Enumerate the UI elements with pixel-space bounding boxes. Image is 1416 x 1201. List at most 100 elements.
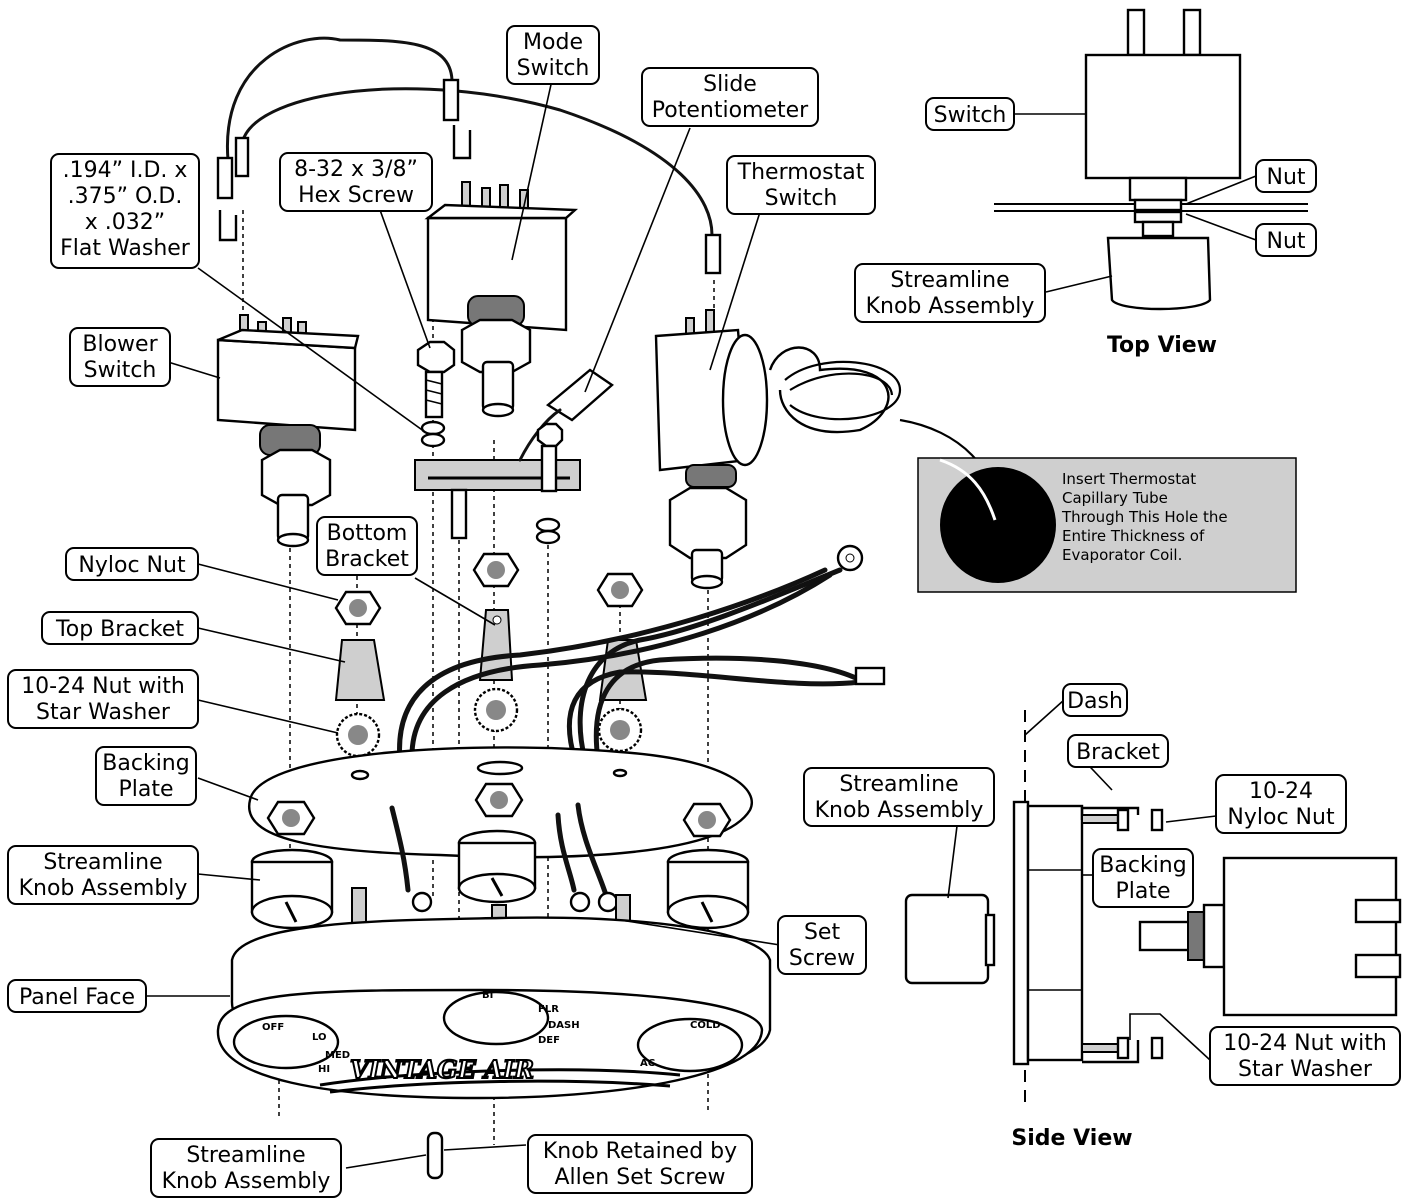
label-mode-switch: Mode Switch xyxy=(506,25,600,85)
label-knob-assembly-bottom: Streamline Knob Assembly xyxy=(150,1138,342,1198)
svg-text:Screw: Screw xyxy=(789,946,855,971)
label-flat-washer: .194” I.D. x .375” O.D. x .032” Flat Was… xyxy=(50,153,200,269)
svg-text:Knob Assembly: Knob Assembly xyxy=(815,798,984,823)
svg-text:Potentiometer: Potentiometer xyxy=(652,98,809,123)
mode-switch-part xyxy=(424,181,579,418)
svg-text:Streamline: Streamline xyxy=(839,772,958,797)
svg-text:10-24 Nut with: 10-24 Nut with xyxy=(1223,1031,1387,1056)
label-nyloc-nut: Nyloc Nut xyxy=(65,547,199,581)
svg-text:Switch: Switch xyxy=(517,56,590,81)
label-knob-assembly-left: Streamline Knob Assembly xyxy=(7,845,199,905)
label-bottom-bracket: Bottom Bracket xyxy=(316,516,418,576)
label-knob-retained: Knob Retained by Allen Set Screw xyxy=(527,1134,753,1194)
label-side-nyloc-nut: 10-24 Nyloc Nut xyxy=(1215,774,1347,834)
svg-text:Plate: Plate xyxy=(1115,879,1170,904)
svg-text:Flat Washer: Flat Washer xyxy=(60,236,191,261)
svg-text:Nyloc Nut: Nyloc Nut xyxy=(78,553,186,578)
panel-marking-hi: HI xyxy=(318,1064,330,1075)
note-line-1: Insert Thermostat xyxy=(1062,470,1196,488)
svg-text:Knob Assembly: Knob Assembly xyxy=(162,1169,331,1194)
svg-text:Streamline: Streamline xyxy=(43,850,162,875)
svg-text:Switch: Switch xyxy=(84,358,157,383)
label-side-bracket: Bracket xyxy=(1067,734,1169,768)
label-top-nut-lower: Nut xyxy=(1255,223,1317,257)
label-thermostat-switch: Thermostat Switch xyxy=(726,155,876,215)
backing-plate-part xyxy=(247,746,753,913)
svg-text:8-32 x 3/8”: 8-32 x 3/8” xyxy=(294,157,418,182)
side-view-title: Side View xyxy=(1011,1126,1132,1151)
svg-text:Nut: Nut xyxy=(1266,165,1305,190)
panel-marking-cold: COLD xyxy=(690,1020,721,1031)
svg-text:Set: Set xyxy=(804,920,841,945)
leader-lines xyxy=(146,79,1257,1169)
label-side-nut-star-washer: 10-24 Nut with Star Washer xyxy=(1209,1026,1401,1086)
svg-text:Plate: Plate xyxy=(118,777,173,802)
svg-text:Knob Assembly: Knob Assembly xyxy=(19,876,188,901)
label-top-knob-assembly: Streamline Knob Assembly xyxy=(854,263,1046,323)
label-panel-face: Panel Face xyxy=(7,979,147,1013)
label-top-switch: Switch xyxy=(925,97,1015,131)
svg-text:Panel Face: Panel Face xyxy=(19,985,135,1010)
label-nut-star-washer: 10-24 Nut with Star Washer xyxy=(7,669,199,729)
svg-text:Star Washer: Star Washer xyxy=(36,700,171,725)
svg-text:Nut: Nut xyxy=(1266,229,1305,254)
label-top-bracket: Top Bracket xyxy=(41,611,199,645)
panel-logo: VINTAGE AIR xyxy=(350,1055,534,1084)
svg-text:Switch: Switch xyxy=(934,103,1007,128)
svg-text:Backing: Backing xyxy=(102,751,189,776)
svg-text:Hex Screw: Hex Screw xyxy=(298,183,414,208)
top-view-drawing: Top View xyxy=(994,8,1308,358)
panel-marking-dash: DASH xyxy=(548,1020,580,1031)
note-line-3: Through This Hole the xyxy=(1061,508,1228,526)
panel-face-part: OFF LO MED HI BI FLR DASH DEF COLD AC VI… xyxy=(216,916,772,1180)
label-side-backing-plate: Backing Plate xyxy=(1092,848,1194,908)
svg-text:Streamline: Streamline xyxy=(186,1143,305,1168)
panel-marking-med: MED xyxy=(325,1050,350,1061)
label-top-nut-upper: Nut xyxy=(1255,159,1317,193)
hex-screw-part xyxy=(416,340,456,448)
thermostat-switch-part xyxy=(654,309,997,590)
panel-marking-off: OFF xyxy=(262,1022,284,1033)
blower-switch-part xyxy=(216,314,360,548)
side-view-drawing: Side View xyxy=(904,800,1402,1151)
svg-text:10-24: 10-24 xyxy=(1249,779,1313,804)
svg-text:Dash: Dash xyxy=(1067,689,1123,714)
top-view-title: Top View xyxy=(1107,333,1217,358)
svg-text:Star Washer: Star Washer xyxy=(1238,1057,1373,1082)
panel-marking-def: DEF xyxy=(538,1035,560,1046)
label-blower-switch: Blower Switch xyxy=(69,327,171,387)
harness-wires xyxy=(397,544,886,763)
label-side-dash: Dash xyxy=(1062,683,1128,717)
label-slide-potentiometer: Slide Potentiometer xyxy=(641,67,819,127)
svg-text:10-24 Nut with: 10-24 Nut with xyxy=(21,674,185,699)
hardware-parts xyxy=(334,552,648,758)
panel-marking-flr: FLR xyxy=(538,1004,559,1015)
svg-text:Top Bracket: Top Bracket xyxy=(55,617,184,642)
note-line-4: Entire Thickness of xyxy=(1062,527,1205,545)
svg-text:Thermostat: Thermostat xyxy=(737,160,865,185)
label-backing-plate: Backing Plate xyxy=(95,746,197,806)
svg-text:Streamline: Streamline xyxy=(890,268,1009,293)
svg-text:.194” I.D. x: .194” I.D. x xyxy=(63,158,188,183)
svg-text:x .032”: x .032” xyxy=(85,210,165,235)
svg-text:Blower: Blower xyxy=(82,332,158,357)
svg-text:Allen Set Screw: Allen Set Screw xyxy=(554,1165,725,1190)
svg-text:.375” O.D.: .375” O.D. xyxy=(68,184,183,209)
note-line-2: Capillary Tube xyxy=(1062,489,1168,507)
panel-marking-lo: LO xyxy=(312,1032,327,1043)
svg-text:Switch: Switch xyxy=(765,186,838,211)
panel-marking-ac: AC xyxy=(640,1058,655,1069)
top-wire-harness xyxy=(216,36,722,275)
svg-text:Backing: Backing xyxy=(1099,853,1186,878)
svg-text:Bottom: Bottom xyxy=(327,521,408,546)
note-line-5: Evaporator Coil. xyxy=(1062,546,1182,564)
svg-text:Mode: Mode xyxy=(523,30,583,55)
capillary-note: Insert Thermostat Capillary Tube Through… xyxy=(917,457,1297,593)
label-side-knob-assembly: Streamline Knob Assembly xyxy=(803,767,995,827)
svg-text:Knob Assembly: Knob Assembly xyxy=(866,294,1035,319)
svg-text:Nyloc Nut: Nyloc Nut xyxy=(1227,805,1335,830)
svg-text:Knob Retained by: Knob Retained by xyxy=(543,1139,737,1164)
label-set-screw: Set Screw xyxy=(777,915,867,975)
svg-text:Bracket: Bracket xyxy=(325,547,409,572)
